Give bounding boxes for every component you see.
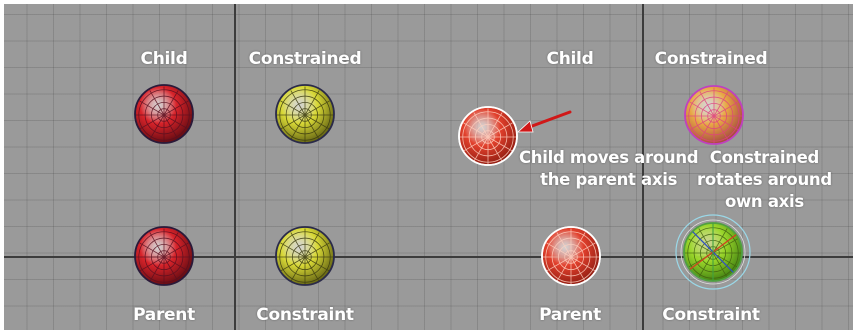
annotation-constrained-line-2: rotates around (697, 170, 832, 189)
annotation-child-moves: Child moves around the parent axis (519, 147, 699, 191)
axis-line-vertical-right (642, 4, 644, 330)
label-constraint-right: Constraint (662, 305, 760, 325)
constrained-sphere-right[interactable] (681, 82, 747, 148)
annotation-child-line-1: Child moves around (519, 148, 699, 167)
constrained-sphere-left[interactable] (272, 81, 338, 147)
child-sphere-right-selected[interactable] (455, 103, 521, 169)
annotation-constrained-line-3: own axis (724, 192, 804, 211)
axis-line-vertical-left (234, 4, 236, 330)
label-constraint-left: Constraint (256, 305, 354, 325)
label-parent-left: Parent (133, 305, 195, 325)
annotation-constrained-rotates: Constrained rotates around own axis (697, 147, 832, 213)
axis-line-horizontal (4, 256, 853, 258)
parent-sphere-left[interactable] (131, 223, 197, 289)
annotation-constrained-line-1: Constrained (709, 148, 820, 167)
annotation-child-line-2: the parent axis (540, 170, 678, 189)
constraint-sphere-right[interactable] (672, 211, 754, 293)
parent-sphere-right[interactable] (538, 223, 604, 289)
label-child-right: Child (546, 49, 594, 69)
child-sphere-left[interactable] (131, 81, 197, 147)
constraint-sphere-left[interactable] (272, 223, 338, 289)
arrow-icon (516, 110, 572, 133)
label-constrained-right: Constrained (654, 49, 768, 69)
label-child-left: Child (140, 49, 188, 69)
label-parent-right: Parent (539, 305, 601, 325)
viewport[interactable]: Child Constrained Child Constrained Pare… (4, 4, 853, 330)
label-constrained-left: Constrained (248, 49, 362, 69)
